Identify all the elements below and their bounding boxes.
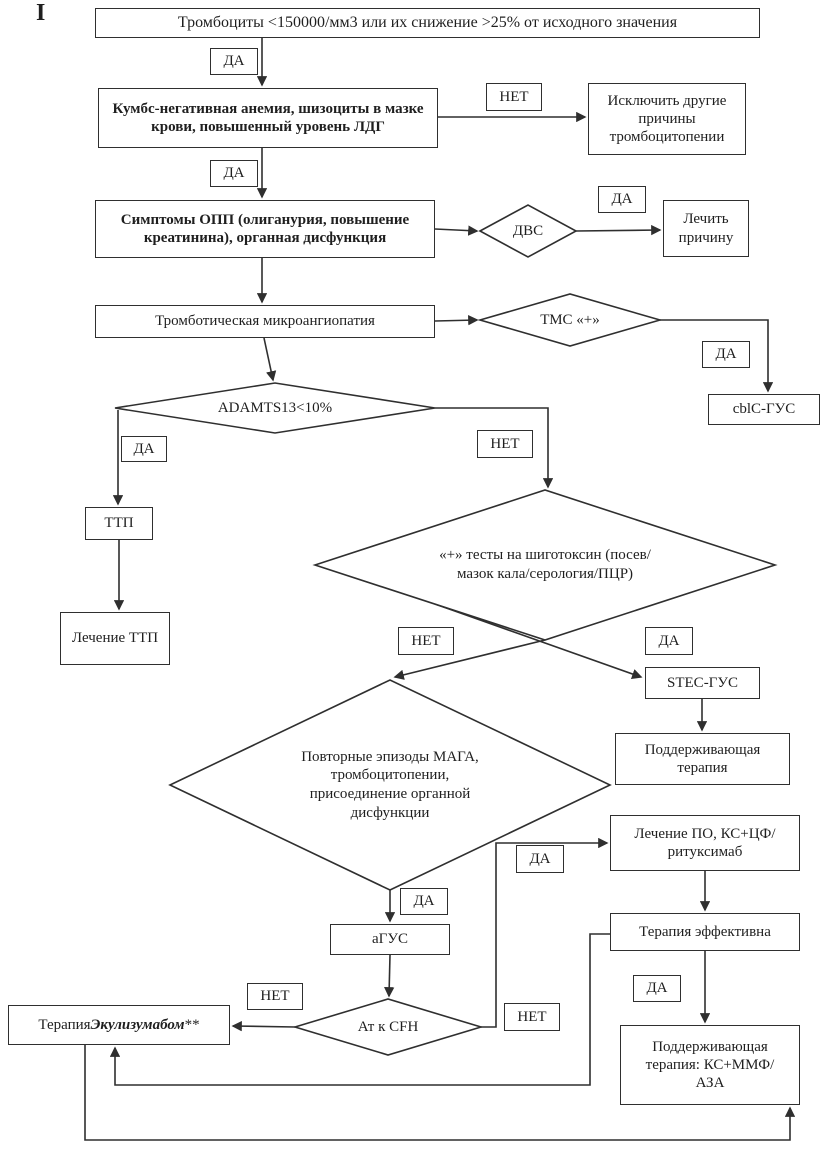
node-therapy-effective: Терапия эффективна xyxy=(610,913,800,951)
connector-tmc-cblc xyxy=(660,319,774,393)
node-coombs-anemia: Кумбс-негативная анемия, шизоциты в мазк… xyxy=(98,88,438,148)
node-supportive-therapy-1: Поддерживающая терапия xyxy=(615,733,790,785)
edge-label-yes-shiga: ДА xyxy=(645,627,693,655)
eculizumab-drug-name: Экулизумабом xyxy=(90,1016,185,1033)
edge-label-yes-effective: ДА xyxy=(633,975,681,1002)
figure-numeral-label: I xyxy=(36,0,46,26)
connector-ahus-cfh xyxy=(384,954,395,998)
decision-dic-shape xyxy=(478,204,578,258)
node-tma: Тромботическая микроангиопатия xyxy=(95,305,435,338)
edge-label-yes-tmc: ДА xyxy=(702,341,750,368)
node-platelets: Тромбоциты <150000/мм3 или их снижение >… xyxy=(95,8,760,38)
decision-dic-label: ДВС xyxy=(512,222,544,239)
node-supportive-therapy-2: Поддерживающая терапия: КС+ММФ/АЗА xyxy=(620,1025,800,1105)
decision-tmc-positive-label: ТМС «+» xyxy=(540,311,600,328)
edge-label-no-shiga: НЕТ xyxy=(398,627,454,655)
decision-shiga-toxin-tests-shape xyxy=(312,489,778,641)
connector-effective-eculizumab xyxy=(109,933,610,1086)
connector-cfh-eculizumab xyxy=(231,1020,296,1032)
node-cblc-hus: cblC-ГУС xyxy=(708,394,820,425)
node-ahus: аГУС xyxy=(330,924,450,955)
node-aki-symptoms: Симптомы ОПП (олиганурия, повышение креа… xyxy=(95,200,435,258)
decision-adamts13-shape xyxy=(114,382,436,434)
connector-shiga-episodes xyxy=(393,639,546,680)
decision-shiga-toxin-tests-label: «+» тесты на шиготоксин (посев/мазок кал… xyxy=(439,547,651,582)
node-treat-cause: Лечить причину xyxy=(663,200,749,257)
node-eculizumab-therapy: Терапия Экулизумабом ** xyxy=(8,1005,230,1045)
decision-tmc-positive-shape xyxy=(477,293,663,347)
decision-adamts13-label: ADAMTS13<10% xyxy=(217,399,333,416)
edge-label-yes-coombs: ДА xyxy=(210,160,258,187)
edge-label-yes-episodes: ДА xyxy=(400,888,448,915)
decision-recurrent-episodes-label: Повторные эпизоды МАГА, тромбоцитопении,… xyxy=(301,748,479,821)
connector-eculizumab-supportive2 xyxy=(84,1045,796,1141)
edge-label-no-adamts: НЕТ xyxy=(477,430,533,458)
node-ttp: ТТП xyxy=(85,507,153,540)
edge-label-no-coombs: НЕТ xyxy=(486,83,542,111)
node-pe-treatment: Лечение ПО, КС+ЦФ/ритуксимаб xyxy=(610,815,800,871)
node-stec-hus: STEC-ГУС xyxy=(645,667,760,699)
connector-tma-adamts xyxy=(263,337,277,382)
edge-label-yes-dic: ДА xyxy=(598,186,646,213)
connector-aki-dic xyxy=(434,225,479,236)
node-ttp-treatment: Лечение ТТП xyxy=(60,612,170,665)
connector-tma-tmc xyxy=(434,315,479,326)
connector-cfh-petreatment xyxy=(481,837,609,1028)
decision-cfh-antibodies-label: Ат к CFH xyxy=(357,1018,419,1035)
connector-adamts-shiga xyxy=(435,407,554,489)
node-exclude-causes: Исключить другие причины тромбоцитопении xyxy=(588,83,746,155)
edge-label-yes-platelets: ДА xyxy=(210,48,258,75)
eculizumab-label-prefix: Терапия xyxy=(38,1016,91,1033)
edge-label-yes-adamts: ДА xyxy=(121,436,167,462)
edge-label-yes-cfh: ДА xyxy=(516,845,564,873)
decision-cfh-antibodies-shape xyxy=(292,998,484,1056)
decision-recurrent-episodes-shape xyxy=(168,679,612,891)
edge-label-no-effective: НЕТ xyxy=(504,1003,560,1031)
eculizumab-footnote-marks: ** xyxy=(184,1016,200,1033)
edge-label-no-cfh: НЕТ xyxy=(247,983,303,1010)
connector-dic-treatcause xyxy=(575,224,662,236)
